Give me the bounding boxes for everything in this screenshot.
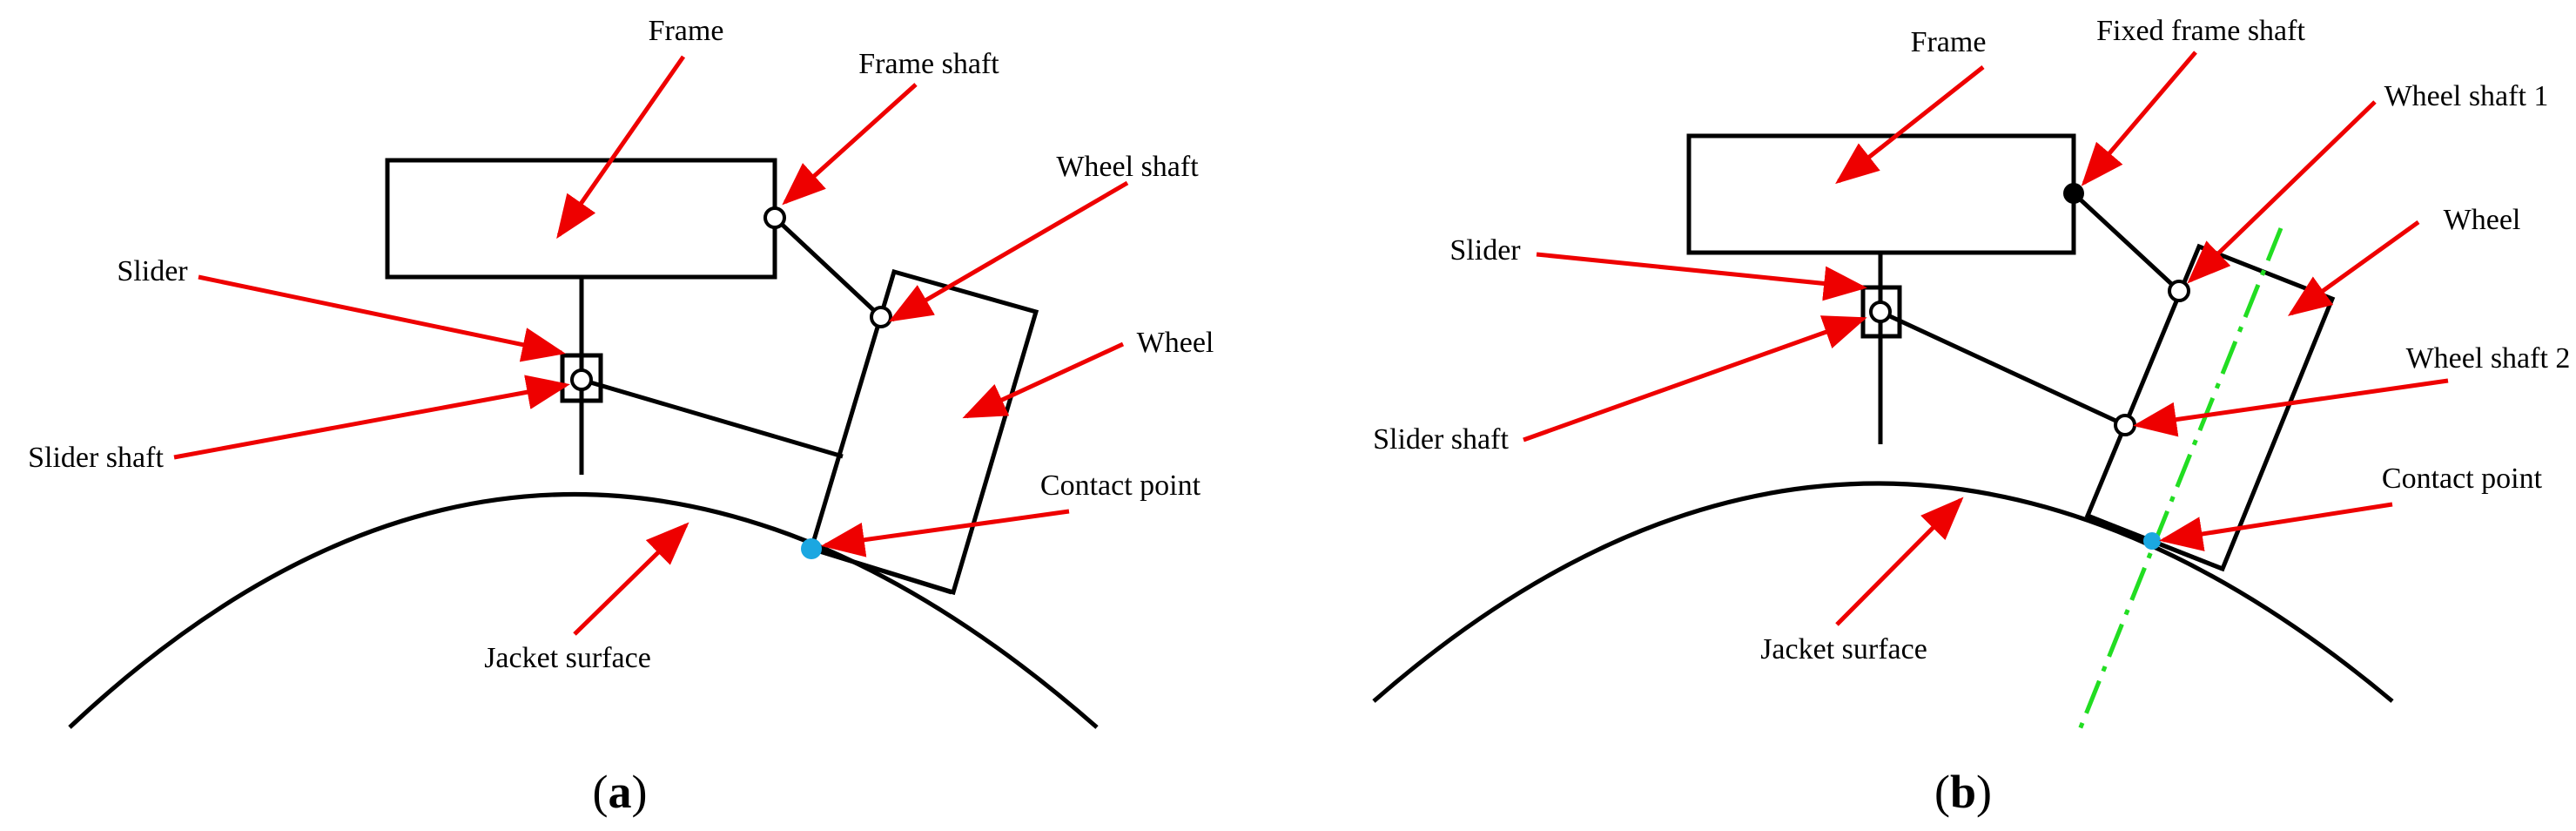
label-slider-a: Slider [117,255,188,287]
caption-b: (b) [1934,766,1992,818]
contact-segment-a [810,546,952,595]
label-wheel-b: Wheel [2444,204,2521,236]
frame-rect-a [385,158,777,280]
arrow-frame-shaft-a [782,83,918,206]
slider-shaft-joint-a [570,368,593,391]
arrow-slider-b [1536,252,1867,301]
label-frame-shaft-a: Frame shaft [858,48,999,80]
arrow-wheel-shaft-a [888,180,1129,322]
contact-point-b [2143,532,2161,550]
arrow-frame-b [1835,65,1985,185]
caption-letter-a: a [609,766,632,818]
panel-a: Frame Frame shaft Wheel shaft Slider Whe… [28,15,1214,818]
wheel-centerline-b [2076,227,2283,733]
arrow-fixed-frame-shaft-b [2081,51,2197,186]
link-slider-to-wheel-a [581,377,844,459]
jacket-surface-arc-a [68,492,1099,729]
panel-b: Frame Fixed frame shaft Wheel shaft 1 Wh… [1372,15,2571,818]
label-slider-shaft-b: Slider shaft [1373,423,1509,456]
label-frame-a: Frame [649,15,724,47]
arrow-contact-point-a [821,509,1070,557]
link-frame-to-wheel-b [2072,192,2181,293]
arrow-wheel-shaft-2-b [2133,378,2449,437]
wheel-rect-a [808,268,1039,596]
wheel-shaft-joint-a [870,306,892,328]
link-slider-to-wheel-b [1879,309,2127,428]
contact-point-a [801,538,822,559]
label-jacket-surface-b: Jacket surface [1760,633,1927,665]
arrow-frame-a [556,55,686,240]
arrow-wheel-shaft-1-b [2187,100,2377,284]
label-wheel-shaft-2-b: Wheel shaft 2 [2406,342,2571,375]
label-contact-point-b: Contact point [2382,463,2543,495]
caption-a: (a) [593,766,648,818]
arrow-jacket-surface-b [1835,497,1964,626]
wheel-shaft-1-joint-b [2168,280,2190,302]
label-wheel-shaft-a: Wheel shaft [1056,151,1199,183]
arrow-wheel-a [962,341,1125,419]
label-wheel-shaft-1-b: Wheel shaft 1 [2384,80,2549,112]
label-fixed-frame-shaft-b: Fixed frame shaft [2096,15,2305,47]
slider-shaft-joint-b [1869,301,1892,323]
frame-rect-b [1686,133,2076,255]
arrow-jacket-surface-a [573,522,689,636]
label-frame-b: Frame [1911,26,1987,58]
frame-shaft-joint-a [763,206,786,229]
fixed-frame-shaft-joint-b [2063,183,2084,204]
label-contact-point-a: Contact point [1040,470,1201,502]
label-jacket-surface-a: Jacket surface [484,642,651,674]
arrow-slider-shaft-a [173,375,570,460]
caption-letter-b: b [1950,766,1976,818]
label-slider-shaft-a: Slider shaft [28,442,164,474]
label-slider-b: Slider [1449,234,1521,267]
wheel-shaft-2-joint-b [2114,414,2136,436]
arrow-slider-shaft-b [1523,315,1867,443]
label-wheel-a: Wheel [1137,327,1214,359]
arrow-slider-a [198,274,566,362]
arrow-wheel-b [2287,220,2420,316]
jacket-surface-arc-b [1372,481,2394,703]
slider-box-b [1860,285,1902,339]
link-frame-to-wheel-a [773,216,883,319]
arrow-contact-point-b [2159,502,2393,551]
